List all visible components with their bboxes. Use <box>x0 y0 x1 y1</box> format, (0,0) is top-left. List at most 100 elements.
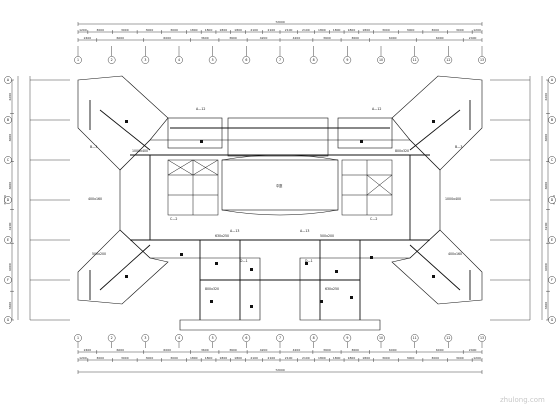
duct-label-6: 1000x400 <box>445 197 461 201</box>
top-dim2-9: 2100 <box>250 28 258 32</box>
axis-top-4-label: 5 <box>212 58 214 62</box>
top-dim-0: 2400 <box>84 36 92 40</box>
atrium: 中庭 <box>221 154 339 216</box>
bottom-dim-10: 6000 <box>436 348 444 352</box>
axis-bottom-0-bubble <box>74 334 82 342</box>
top-dim-7: 3600 <box>323 36 331 40</box>
axis-top-4-bubble <box>208 56 217 64</box>
bottom-dim2-0: 1200 <box>79 356 87 360</box>
top-dim-1: 6000 <box>116 36 124 40</box>
top-dim2-0: 1200 <box>79 28 87 32</box>
axis-left-2-bubble <box>4 156 12 164</box>
top-dim2-20: 3000 <box>456 28 464 32</box>
axis-bottom-9-label: 10 <box>379 336 383 340</box>
top-dim-4: 3600 <box>229 36 237 40</box>
top-dim2-6: 1800 <box>205 28 213 32</box>
axis-bottom-7-label: 8 <box>313 336 315 340</box>
top-core-right <box>337 117 393 149</box>
axis-top-1-label: 2 <box>111 58 113 62</box>
top-dim2-16: 1800 <box>362 28 370 32</box>
axis-bottom-1-label: 2 <box>111 336 113 340</box>
axis-bottom-10-bubble <box>410 334 419 342</box>
axis-top-3-label: 4 <box>178 58 180 62</box>
dimension-lines <box>10 22 550 374</box>
top-dim2-12: 2100 <box>302 28 310 32</box>
axis-left-2-label: C <box>7 158 10 162</box>
top-core-center <box>227 117 329 157</box>
duct-label-4: 500x200 <box>320 234 334 238</box>
bottom-dim-6: 4200 <box>293 348 301 352</box>
axis-left-5-bubble <box>4 276 12 284</box>
bottom-overall: 72000 <box>275 368 285 372</box>
axis-bottom-3-bubble <box>175 334 183 342</box>
axis-right-6-label: G <box>551 318 554 322</box>
bottom-dim2-20: 3000 <box>456 356 464 360</box>
wing-upper-right <box>391 75 483 171</box>
axis-right-5-bubble <box>548 276 556 284</box>
axis-top-5-bubble <box>242 56 251 64</box>
section-h: D—1 <box>305 259 313 263</box>
axis-bottom-11-label: 12 <box>446 336 450 340</box>
axis-bottom-9-bubble <box>377 334 385 342</box>
axis-right-0-bubble <box>548 76 556 84</box>
axis-top-11-bubble <box>444 56 453 64</box>
right-dim-1: 6000 <box>544 134 548 142</box>
right-dim-4: 6000 <box>544 263 548 271</box>
left-dim-5: 3600 <box>8 302 12 310</box>
axis-bottom-6-label: 7 <box>279 336 281 340</box>
core-right <box>341 159 393 216</box>
axis-top-8-bubble <box>343 56 352 64</box>
top-dim2-10: 2100 <box>268 28 276 32</box>
bottom-dim2-11: 2100 <box>285 356 293 360</box>
axis-left-3-label: D <box>7 198 10 202</box>
watermark: zhulong.com <box>500 396 545 404</box>
axis-bottom-3-label: 4 <box>178 336 180 340</box>
right-dim-0: 4200 <box>544 93 548 101</box>
top-core-left <box>167 117 223 149</box>
axis-left-1-bubble <box>4 116 12 124</box>
section-e: A—13 <box>230 229 239 233</box>
axis-top-3-bubble <box>175 56 183 64</box>
bottom-dim2-7: 1800 <box>220 356 228 360</box>
left-dim-2: 6000 <box>8 182 12 190</box>
axis-left-4-bubble <box>4 236 12 244</box>
axis-left-6-bubble <box>4 316 12 324</box>
axis-left-6-label: G <box>7 318 10 322</box>
top-dim2-14: 1800 <box>333 28 341 32</box>
bottom-dim2-12: 2100 <box>302 356 310 360</box>
left-dim-0: 4200 <box>8 93 12 101</box>
wing-lower-left <box>77 229 169 305</box>
bottom-dim2-16: 1800 <box>362 356 370 360</box>
axis-bottom-5-bubble <box>242 334 251 342</box>
top-dim2-8: 1800 <box>234 28 242 32</box>
bottom-dim2-19: 3000 <box>431 356 439 360</box>
wing-upper-left <box>77 75 169 171</box>
axis-top-1-bubble <box>107 56 116 64</box>
axis-top-6-bubble <box>276 56 284 64</box>
top-dim2-13: 1800 <box>318 28 326 32</box>
top-dim2-15: 1800 <box>348 28 356 32</box>
section-a: A—12 <box>196 107 205 111</box>
axis-top-7-label: 8 <box>313 58 315 62</box>
bottom-dim2-3: 3000 <box>146 356 154 360</box>
section-c: B—3 <box>90 145 97 149</box>
top-dim2-17: 3000 <box>382 28 390 32</box>
top-dim-8: 3600 <box>351 36 359 40</box>
axis-top-0-bubble <box>74 56 82 64</box>
left-dim-1: 6000 <box>8 134 12 142</box>
right-dim-5: 3600 <box>544 302 548 310</box>
axis-bottom-12-label: 13 <box>480 336 484 340</box>
section-i: C—2 <box>170 217 177 221</box>
axis-left-3-bubble <box>4 196 12 204</box>
top-dim-9: 6000 <box>389 36 397 40</box>
top-dim2-5: 1800 <box>190 28 198 32</box>
axis-bottom-0-label: 1 <box>77 336 79 340</box>
top-dim-6: 4200 <box>293 36 301 40</box>
bottom-dim2-18: 3000 <box>407 356 415 360</box>
axis-left-1-label: B <box>7 118 9 122</box>
top-dim-2: 6000 <box>163 36 171 40</box>
